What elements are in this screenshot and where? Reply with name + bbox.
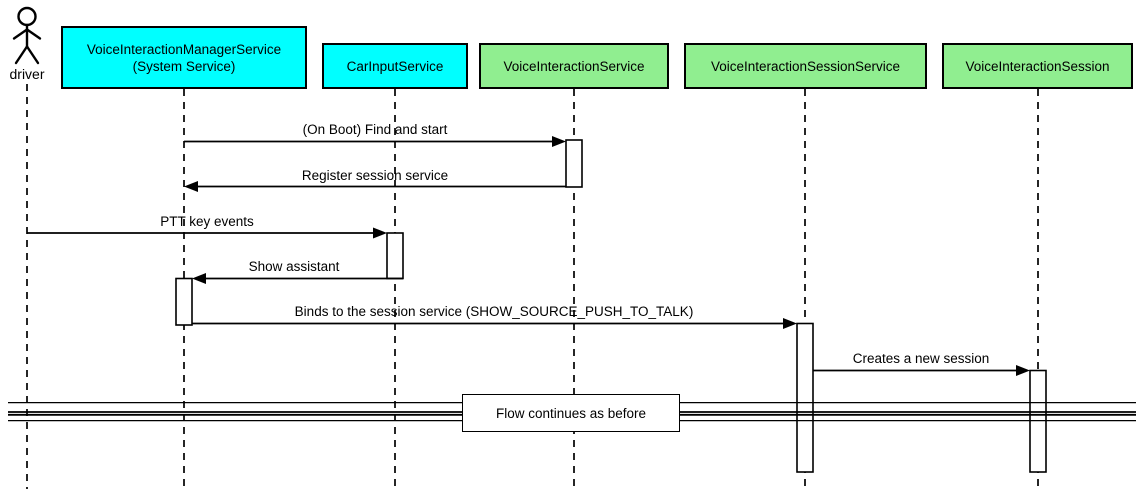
divider-label-box: Flow continues as before xyxy=(462,394,680,432)
participant-label: VoiceInteractionManagerService xyxy=(86,41,282,57)
participant-voiceinteractionmanagerservice: VoiceInteractionManagerService (System S… xyxy=(61,26,307,89)
message-label-ptt-key-events: PTT key events xyxy=(160,214,254,229)
actor-figure-icon xyxy=(12,6,42,65)
activation-voiceinteractionmanagerservice xyxy=(175,277,193,326)
arrow-binds-to-session-service xyxy=(192,318,797,329)
arrow-on-boot-find-and-start xyxy=(184,136,566,147)
participant-voiceinteractionservice: VoiceInteractionService xyxy=(479,43,669,89)
participant-label: CarInputService xyxy=(346,58,444,74)
arrow-creates-new-session xyxy=(813,365,1030,376)
activation-carinputservice xyxy=(386,232,404,280)
activation-voiceinteractionservice xyxy=(565,139,583,188)
participant-sublabel: (System Service) xyxy=(132,58,236,74)
participant-voiceinteractionsessionservice: VoiceInteractionSessionService xyxy=(684,43,927,89)
participant-label: VoiceInteractionSession xyxy=(965,58,1110,74)
participant-label: VoiceInteractionService xyxy=(503,58,645,74)
participant-carinputservice: CarInputService xyxy=(322,43,468,89)
message-label-binds-to-session-service: Binds to the session service (SHOW_SOURC… xyxy=(294,304,694,319)
activation-voiceinteractionsessionservice xyxy=(796,322,814,473)
message-label-register-session-service: Register session service xyxy=(301,168,449,183)
message-label-creates-new-session: Creates a new session xyxy=(852,351,990,366)
actor-label: driver xyxy=(9,66,45,82)
divider-label: Flow continues as before xyxy=(495,405,647,421)
arrow-ptt-key-events xyxy=(27,227,387,239)
participant-label: VoiceInteractionSessionService xyxy=(710,58,901,74)
arrow-show-assistant xyxy=(192,273,403,284)
arrow-register-session-service xyxy=(184,181,566,192)
message-label-on-boot-find-and-start: (On Boot) Find and start xyxy=(302,122,448,137)
message-label-show-assistant: Show assistant xyxy=(248,259,340,274)
participant-voiceinteractionsession: VoiceInteractionSession xyxy=(942,43,1133,89)
